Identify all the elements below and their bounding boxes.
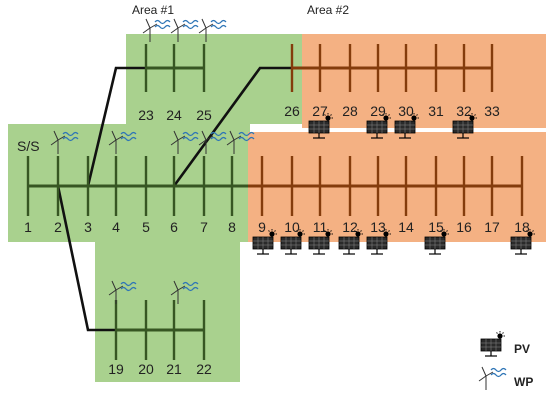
bus-number: 25 [196, 107, 212, 123]
area-1-region [8, 124, 250, 242]
legend-pv-label: PV [514, 342, 530, 356]
feeder-line [172, 66, 292, 187]
bus-number: 12 [342, 219, 358, 235]
area-1-region [95, 242, 240, 382]
bus-number: 30 [398, 103, 414, 119]
bus-number: 2 [54, 219, 62, 235]
bus-number: 33 [484, 103, 500, 119]
feeder-line [56, 185, 116, 332]
bus-number: 11 [313, 219, 328, 235]
bus-number: 28 [342, 103, 358, 119]
bus-number: 16 [456, 219, 472, 235]
bus-number: 23 [138, 107, 154, 123]
bus-number: 31 [428, 103, 444, 119]
legend-wp-label: WP [514, 375, 533, 389]
area-1-region [126, 34, 302, 124]
bus-number: 26 [284, 103, 300, 119]
bus-number: 14 [398, 219, 414, 235]
legend-wp-icon [478, 366, 507, 391]
bus-number: 19 [108, 361, 124, 377]
bus-number: 27 [312, 103, 328, 119]
bus-number: 17 [484, 219, 500, 235]
bus-lines [26, 44, 524, 360]
bus-number: 10 [284, 219, 300, 235]
bus-number: 6 [170, 219, 178, 235]
bus-number: 21 [166, 361, 182, 377]
bus-number: 32 [456, 103, 472, 119]
bus-number: 22 [196, 361, 212, 377]
area-2-region [302, 34, 546, 128]
bus-number: 24 [166, 107, 182, 123]
bus-number: 15 [428, 219, 444, 235]
legend-pv-icon [480, 330, 506, 357]
feeder-line [86, 66, 146, 187]
bus-number: 13 [370, 219, 386, 235]
bus-number: 9 [258, 219, 266, 235]
area-2-label: Area #2 [307, 3, 349, 17]
area-1-label: Area #1 [132, 3, 174, 17]
substation-label: S/S [17, 138, 40, 154]
bus-number: 5 [142, 219, 150, 235]
bus-number: 4 [112, 219, 120, 235]
bus-number: 29 [370, 103, 386, 119]
bus-number: 1 [24, 219, 32, 235]
legend: PV WP [478, 330, 533, 391]
bus-number: 8 [228, 219, 236, 235]
bus-number: 20 [138, 361, 154, 377]
bus-number: 18 [514, 219, 530, 235]
bus-number: 3 [84, 219, 92, 235]
feeder-lines [56, 66, 292, 332]
bus-number: 7 [200, 219, 208, 235]
